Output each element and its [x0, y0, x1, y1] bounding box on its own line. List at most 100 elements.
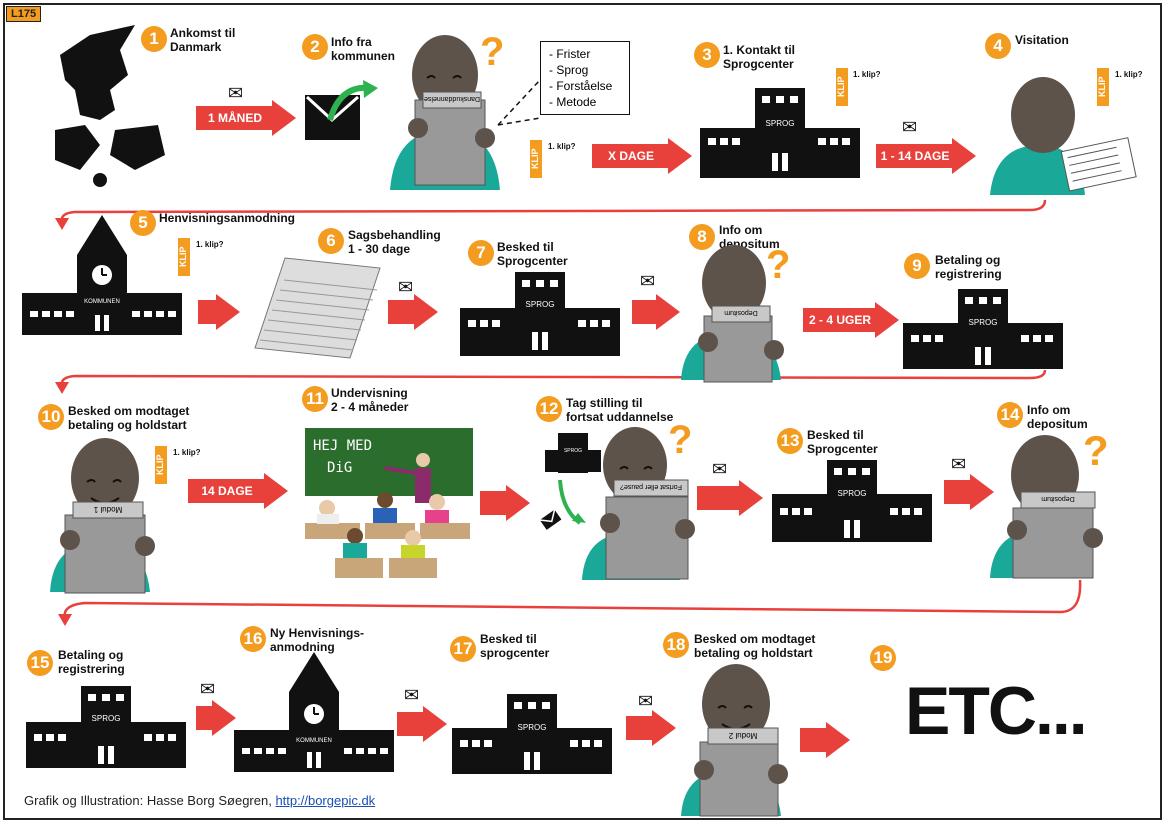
arrow-14-dage: 14 DAGE [188, 473, 288, 509]
svg-text:Depositum: Depositum [724, 309, 758, 316]
klip-icon-1: KLIP [530, 140, 542, 178]
step-number-4: 4 [985, 33, 1011, 59]
step-label-12: Tag stilling til fortsat uddannelse [566, 396, 674, 424]
step-label-11: Undervisning 2 - 4 måneder [331, 386, 409, 414]
step-label-7: Besked til Sprogcenter [497, 240, 568, 268]
step-number-18: 18 [663, 632, 689, 658]
svg-text:KOMMUNEN: KOMMUNEN [296, 738, 332, 744]
step-number-1: 1 [141, 26, 167, 52]
sprog-building-17: SPROG [452, 694, 612, 774]
person-visitation [990, 77, 1137, 195]
sprog-building-9: SPROG [903, 289, 1063, 369]
etc-text: ETC... [905, 673, 1088, 749]
step-label-14: Info om depositum [1027, 403, 1088, 431]
arrow-5-6 [198, 294, 240, 330]
sprog-building-7: SPROG [460, 272, 620, 356]
step-number-5: 5 [130, 210, 156, 236]
person-depositum-8: ? Depositum [681, 243, 790, 383]
svg-text:?: ? [480, 30, 504, 74]
arrow-17-18 [626, 710, 676, 746]
paper-stack-icon [254, 257, 381, 359]
step-label-15: Betaling og registrering [58, 648, 125, 676]
step-label-9: Betaling og registrering [935, 253, 1002, 281]
person-depositum-14: ? Depositum [990, 427, 1109, 579]
credit-line: Grafik og Illustration: Hasse Borg Søegr… [24, 793, 375, 808]
klip-note-1: 1. klip? [548, 142, 576, 151]
step-label-10: Besked om modtaget betaling og holdstart [68, 404, 190, 432]
step-number-9: 9 [904, 253, 930, 279]
poster-code: L175 [6, 6, 42, 22]
denmark-map-icon [55, 25, 165, 187]
svg-text:SPROG: SPROG [564, 448, 582, 454]
poster-frame [3, 3, 1162, 820]
klip-note-4: 1. klip? [196, 240, 224, 249]
envelope-icon: ✉ [228, 83, 244, 103]
arrow-x-dage: X DAGE [592, 138, 692, 174]
step-number-14: 14 [997, 402, 1023, 428]
sprog-building-15: SPROG [26, 686, 186, 768]
svg-text:SPROG: SPROG [92, 714, 121, 723]
svg-text:SPROG: SPROG [838, 489, 867, 498]
arrow-1-month: 1 MÅNED [196, 100, 296, 136]
step-label-4: Visitation [1015, 33, 1069, 47]
info-box: - Frister - Sprog - Forståelse - Metode [540, 41, 630, 115]
step-number-13: 13 [777, 428, 803, 454]
envelope-icon: ✉ [951, 454, 967, 474]
svg-text:Fortsat eller pause?: Fortsat eller pause? [620, 483, 682, 490]
credit-link[interactable]: http://borgepic.dk [275, 793, 376, 808]
svg-text:SPROG: SPROG [766, 119, 795, 128]
envelope-icon: ✉ [640, 271, 656, 291]
person-fortsat: SPROG ? Fortsat eller pause? [539, 418, 695, 580]
step-number-8: 8 [689, 224, 715, 250]
arrow-7-8 [632, 294, 680, 330]
arrow-15-16 [196, 700, 236, 736]
step-number-19: 19 [870, 645, 896, 671]
svg-text:DiG: DiG [327, 460, 352, 476]
svg-text:SPROG: SPROG [526, 300, 555, 309]
arrow-2-4-uger: 2 - 4 UGER [803, 302, 899, 338]
person-modul-2: Modul 2 [681, 664, 788, 817]
person-danskuddannelse: ? Danskuddannelse [390, 30, 504, 190]
step-number-3: 3 [694, 42, 720, 68]
svg-text:SPROG: SPROG [518, 723, 547, 732]
envelope-icon: ✉ [638, 691, 654, 711]
arrow-12-13 [697, 480, 763, 516]
step-label-17: Besked til sprogcenter [480, 632, 550, 660]
step-label-5: Henvisningsanmodning [159, 211, 296, 225]
arrow-11-12 [480, 485, 530, 521]
kommunen-building-5: KOMMUNEN [22, 215, 182, 335]
arrow-16-17 [397, 706, 447, 742]
svg-text:HEJ MED: HEJ MED [313, 438, 372, 454]
step-label-6: Sagsbehandling 1 - 30 dage [348, 228, 441, 256]
step-label-2: Info fra kommunen [331, 35, 396, 63]
envelope-icon: ✉ [902, 117, 918, 137]
step-label-1: Ankomst til Danmark [170, 26, 236, 54]
svg-text:Depositum: Depositum [1041, 495, 1075, 502]
envelope-icon: ✉ [398, 277, 414, 297]
klip-note-3: 1. klip? [1115, 70, 1143, 79]
credit-text: Grafik og Illustration: Hasse Borg Søegr… [24, 793, 276, 808]
svg-text:?: ? [1083, 427, 1109, 474]
person-modul-1: Modul 1 [50, 438, 155, 594]
arrow-13-14 [944, 474, 994, 510]
kommunen-building-16: KOMMUNEN [234, 652, 394, 772]
klip-note-5: 1. klip? [173, 448, 201, 457]
step-label-3: 1. Kontakt til Sprogcenter [723, 43, 796, 71]
sprog-building-13: SPROG [772, 460, 932, 542]
svg-text:?: ? [766, 243, 790, 287]
step-number-10: 10 [38, 404, 64, 430]
svg-text:Modul 1: Modul 1 [93, 505, 122, 514]
step-number-17: 17 [450, 636, 476, 662]
sprog-building-3: SPROG [700, 88, 860, 178]
svg-text:KOMMUNEN: KOMMUNEN [84, 299, 120, 305]
step-number-7: 7 [468, 240, 494, 266]
step-number-12: 12 [536, 396, 562, 422]
svg-text:Modul 2: Modul 2 [728, 731, 757, 740]
step-number-6: 6 [318, 228, 344, 254]
step-number-11: 11 [302, 386, 328, 412]
arrow-18-19 [800, 722, 850, 758]
open-letter-icon [305, 80, 378, 140]
step-label-18: Besked om modtaget betaling og holdstart [694, 632, 816, 660]
classroom-illustration: HEJ MED DiG [305, 428, 473, 578]
